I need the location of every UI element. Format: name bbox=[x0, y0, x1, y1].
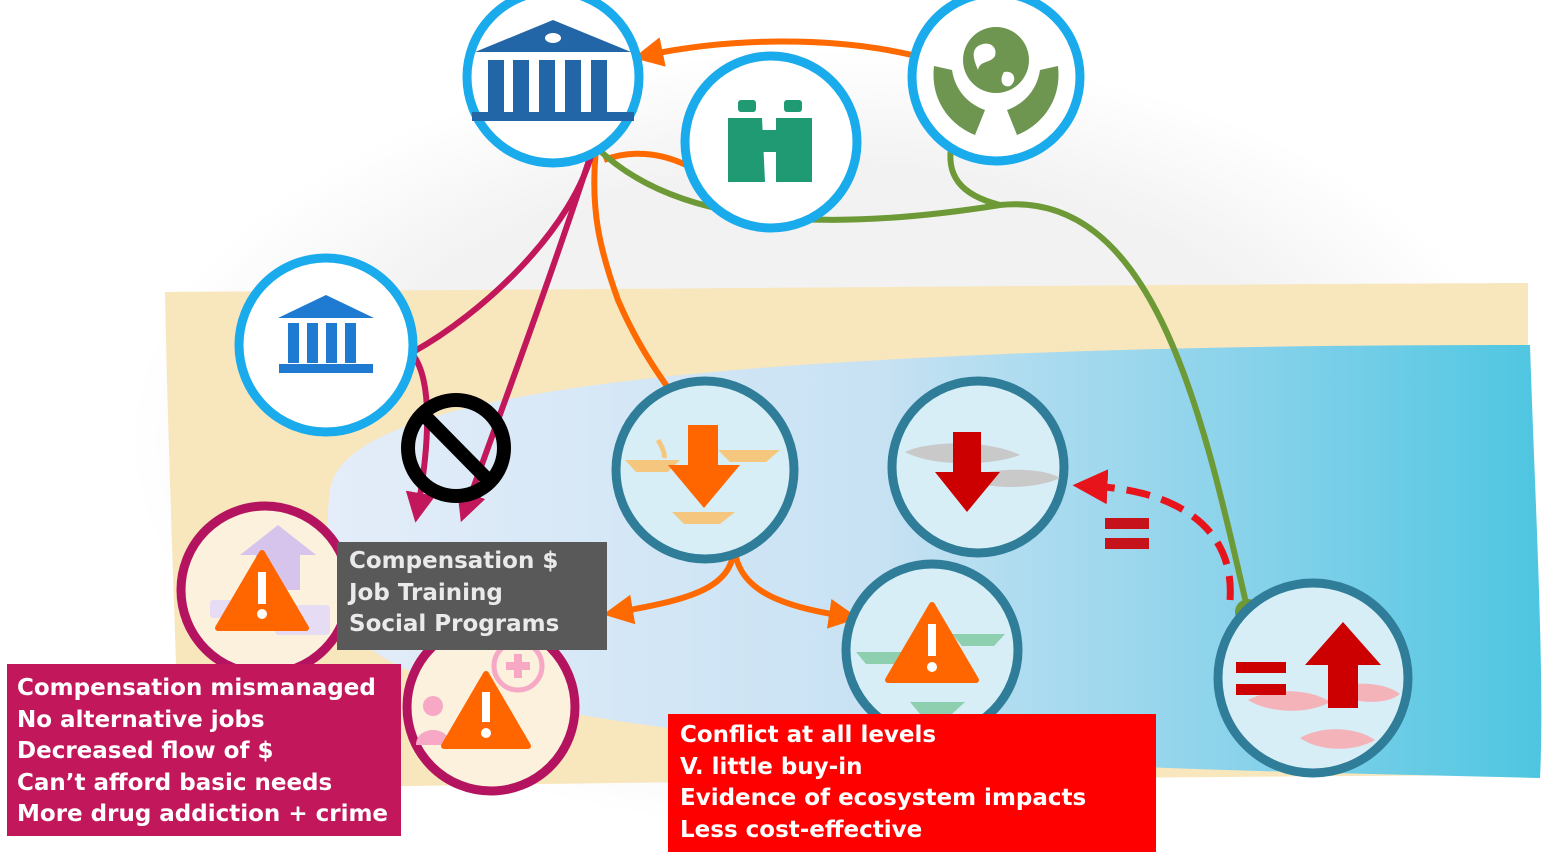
link-ngo-to-government bbox=[633, 37, 913, 67]
fish-increase-ring bbox=[1213, 578, 1413, 778]
programs-line: Job Training bbox=[349, 579, 503, 606]
binoculars-icon bbox=[728, 100, 812, 182]
link-government-to-fish bbox=[593, 144, 1249, 604]
equals-icon bbox=[1105, 518, 1149, 549]
boats-down-arrow-icon bbox=[625, 425, 780, 524]
conflict-line: Conflict at all levels bbox=[680, 722, 937, 748]
national-government-node[interactable] bbox=[462, 0, 644, 168]
programs-box: Compensation $ Job Training Social Progr… bbox=[337, 542, 607, 650]
link-government-to-programs-right bbox=[457, 144, 597, 523]
fish-increase-node[interactable] bbox=[1213, 578, 1413, 778]
fish-decline-node[interactable] bbox=[887, 376, 1069, 558]
boats-warning-icon bbox=[856, 602, 1005, 714]
social-impact-line: Can’t afford basic needs bbox=[17, 769, 333, 796]
health-risk-node[interactable] bbox=[402, 618, 580, 796]
money-warning-icon bbox=[210, 525, 330, 635]
prohibition-icon bbox=[401, 393, 511, 503]
boat-conflict-node[interactable] bbox=[841, 559, 1023, 741]
local-government-node[interactable] bbox=[234, 253, 418, 437]
fish-up-arrow-icon bbox=[1236, 622, 1400, 749]
economic-risk-node[interactable] bbox=[176, 501, 354, 679]
social-impact-line: More drug addiction + crime bbox=[17, 801, 389, 827]
fish-down-arrow-icon bbox=[905, 432, 1060, 512]
social-impacts-box: Compensation mismanaged No alternative j… bbox=[7, 664, 401, 836]
link-government-to-fishing-effort bbox=[591, 149, 677, 398]
social-impact-line: Compensation mismanaged bbox=[17, 675, 376, 701]
monitoring-node[interactable] bbox=[680, 51, 862, 233]
fishing-effort-node[interactable] bbox=[611, 376, 799, 564]
conflict-line: Less cost-effective bbox=[680, 816, 923, 843]
conflict-line: Evidence of ecosystem impacts bbox=[680, 785, 1087, 811]
conflict-line: V. little buy-in bbox=[680, 753, 863, 780]
bank-icon bbox=[472, 20, 634, 121]
globe-in-hands-icon bbox=[933, 27, 1059, 135]
bank-icon bbox=[278, 295, 374, 373]
social-impact-line: No alternative jobs bbox=[17, 706, 265, 733]
ngo-node[interactable] bbox=[907, 0, 1085, 166]
health-warning-icon bbox=[416, 639, 545, 749]
programs-line: Compensation $ bbox=[349, 548, 559, 574]
conflict-box: Conflict at all levels V. little buy-in … bbox=[668, 714, 1156, 852]
programs-line: Social Programs bbox=[349, 611, 560, 637]
social-impact-line: Decreased flow of $ bbox=[17, 738, 274, 764]
link-fish-increase-to-decline bbox=[1072, 469, 1234, 601]
